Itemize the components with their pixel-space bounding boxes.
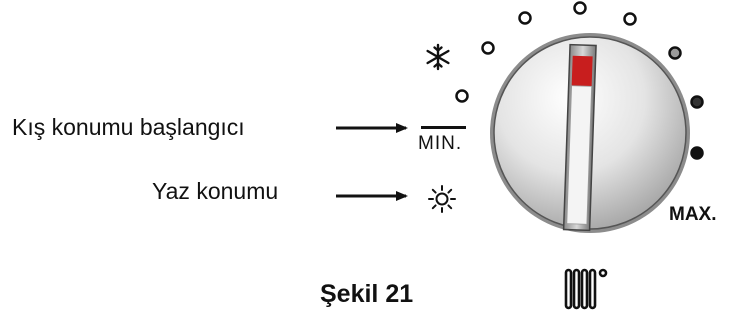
min-marker-bar: [421, 126, 466, 129]
snowflake-icon: [426, 43, 450, 71]
summer-label: Yaz konumu: [152, 178, 279, 204]
winter-start-label: Kış konumu başlangıcı: [12, 114, 245, 140]
min-label: MIN.: [418, 133, 463, 154]
temperature-scale-dots: [455, 1, 704, 160]
knob-indicator-red: [571, 55, 593, 87]
figure-caption: Şekil 21: [320, 280, 414, 308]
knob-indicator: [562, 43, 597, 232]
sun-icon: [428, 185, 456, 213]
radiator-icon: [564, 268, 608, 310]
max-label: MAX.: [669, 204, 717, 225]
